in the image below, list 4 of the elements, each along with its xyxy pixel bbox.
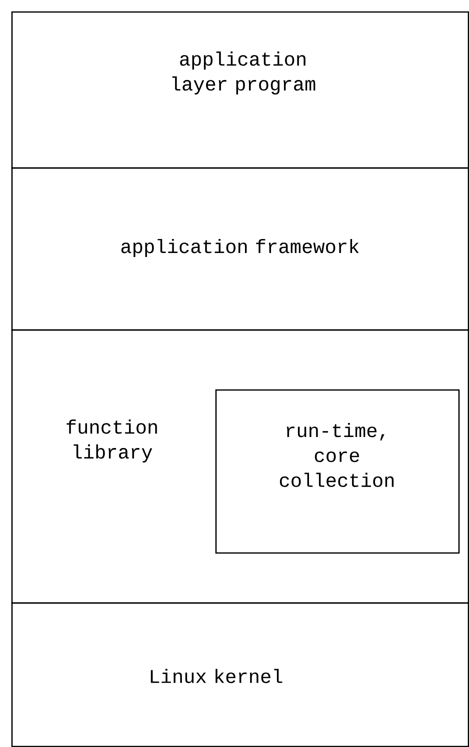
layer-box: Linux kernel	[11, 602, 469, 747]
layer-box: application framework	[11, 167, 469, 331]
inner-box: run-time, core collection	[215, 389, 460, 554]
layer-box: application layer program	[11, 11, 469, 169]
